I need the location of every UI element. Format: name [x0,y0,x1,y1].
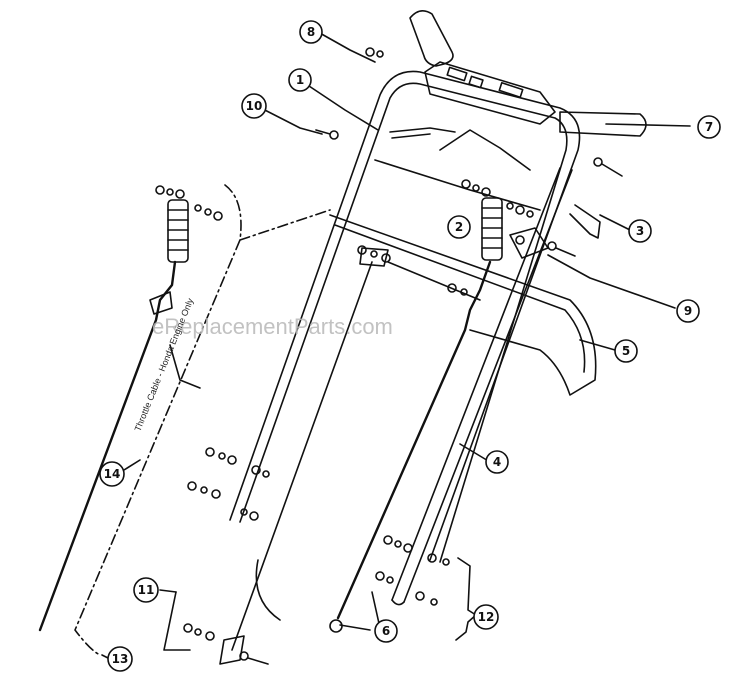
watermark-text: eReplacementParts.com [152,314,393,339]
svg-text:5: 5 [622,344,630,358]
callout-5: 5 [614,339,638,363]
callout-2: 2 [447,215,471,239]
callout-3: 3 [628,219,652,243]
callout-9: 9 [676,299,700,323]
throttle-cable [38,260,177,632]
hardware [155,47,623,665]
svg-text:14: 14 [104,467,121,481]
clutch-cable [336,260,492,620]
right-grip [559,111,647,137]
callout-12: 12 [473,604,499,630]
svg-text:4: 4 [493,455,501,469]
svg-text:8: 8 [307,25,315,39]
callout-6: 6 [374,619,398,643]
control-lever [389,127,456,139]
callout-8: 8 [299,20,323,44]
spring-left [167,199,189,263]
callout-13: 13 [107,646,133,672]
svg-text:7: 7 [705,120,713,134]
svg-text:12: 12 [478,610,495,624]
callout-10: 10 [241,93,267,119]
callout-1: 1 [288,68,312,92]
spring-right [481,197,503,261]
callout-4: 4 [485,450,509,474]
leader-13 [74,184,242,656]
control-rod [374,159,541,211]
callout-7: 7 [697,115,721,139]
left-grip [409,10,454,67]
svg-text:11: 11 [138,583,155,597]
svg-text:10: 10 [246,99,263,113]
brace-12 [455,557,477,641]
svg-text:13: 13 [112,652,129,666]
svg-text:2: 2 [455,220,463,234]
svg-text:3: 3 [636,224,644,238]
bail-handle [329,214,597,396]
callout-11: 11 [133,577,159,603]
callout-14: 14 [99,461,125,487]
upper-handle-frame [229,70,581,561]
svg-text:9: 9 [684,304,692,318]
svg-text:6: 6 [382,624,390,638]
svg-text:1: 1 [296,73,304,87]
control-rod-11 [231,261,373,651]
control-panel [424,61,556,125]
